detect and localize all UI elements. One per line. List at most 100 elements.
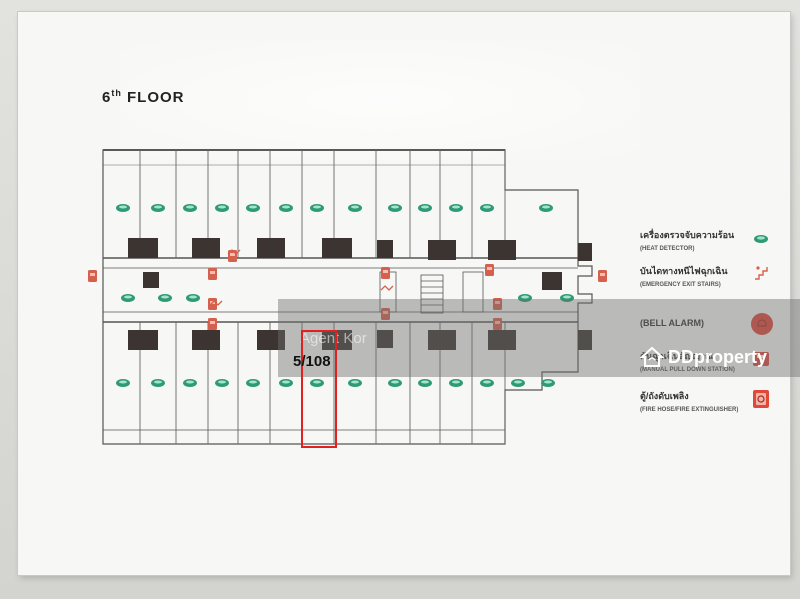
safety-box-inner xyxy=(495,301,500,304)
fire-safety-mark xyxy=(493,298,502,310)
detector-highlight xyxy=(521,295,529,299)
legend-manual-pull-station-english: (MANUAL PULL DOWN STATION) xyxy=(640,367,735,373)
detector-highlight xyxy=(161,295,169,299)
heat-detector-mark xyxy=(186,294,200,302)
heat-detector-mark xyxy=(560,294,574,302)
heat-detector-mark xyxy=(348,204,362,212)
heat-detector-mark xyxy=(215,379,229,387)
exit-arrow-mark xyxy=(209,300,223,306)
column-block xyxy=(128,238,158,258)
fire-hose-icon xyxy=(753,390,769,408)
heat-detector-mark xyxy=(388,379,402,387)
legend-exit-stairs-english: (EMERGENCY EXIT STAIRS) xyxy=(640,282,721,288)
legend-bell-alarm: (BELL ALARM) xyxy=(640,313,790,335)
detector-highlight xyxy=(351,205,359,209)
detector-highlight xyxy=(514,380,522,384)
heat-detector-mark xyxy=(121,294,135,302)
column-block xyxy=(488,330,516,350)
legend-manual-pull-station-thai: คันฉุกเฉินสัญญาณ xyxy=(640,351,714,361)
fire-safety-mark xyxy=(381,267,390,279)
fire-safety-mark xyxy=(493,318,502,330)
legend-fire-hose: ตู้/ถังดับเพลิง (FIRE HOSE/FIRE EXTINGUI… xyxy=(640,389,790,413)
column-block xyxy=(128,330,158,350)
heat-detector-mark xyxy=(279,379,293,387)
fire-safety-mark xyxy=(598,270,607,282)
floor-ordinal-suffix: th xyxy=(111,88,122,98)
detector-highlight xyxy=(249,205,257,209)
detector-highlight xyxy=(119,380,127,384)
column-block xyxy=(192,330,220,350)
detector-highlight xyxy=(154,205,162,209)
heat-detector-mark xyxy=(418,204,432,212)
column-block xyxy=(542,272,562,290)
heat-detector-mark xyxy=(215,204,229,212)
column-block xyxy=(322,238,352,258)
heat-detector-mark xyxy=(246,204,260,212)
heat-detector-mark xyxy=(541,379,555,387)
floor-word: FLOOR xyxy=(127,89,185,106)
heat-detector-icon xyxy=(754,235,768,243)
column-block xyxy=(322,330,352,350)
watermark-band xyxy=(278,299,800,377)
detector-highlight xyxy=(282,205,290,209)
fire-safety-mark xyxy=(208,268,217,280)
detector-highlight xyxy=(313,205,321,209)
ddproperty-logo: DDproperty xyxy=(640,346,767,368)
safety-box-inner xyxy=(230,253,235,256)
exit-stairs-icon xyxy=(755,266,768,280)
column-block xyxy=(488,240,516,260)
column-block xyxy=(377,240,393,258)
fire-safety-mark xyxy=(381,308,390,320)
heat-detector-mark xyxy=(449,379,463,387)
fire-safety-symbols xyxy=(88,249,607,330)
fire-safety-mark xyxy=(208,298,217,310)
heat-detector-mark xyxy=(246,379,260,387)
column-block xyxy=(257,330,285,350)
heat-detector-mark xyxy=(348,379,362,387)
structural-columns xyxy=(128,238,592,350)
detector-highlight xyxy=(218,205,226,209)
detector-highlight xyxy=(186,205,194,209)
heat-detector-mark xyxy=(539,204,553,212)
heat-detector-mark xyxy=(310,379,324,387)
detector-highlight xyxy=(124,295,132,299)
heat-detector-mark xyxy=(480,379,494,387)
detector-highlight xyxy=(351,380,359,384)
detector-highlight xyxy=(391,380,399,384)
house-logo-icon xyxy=(640,346,664,367)
detector-highlight xyxy=(189,295,197,299)
heat-detector-mark xyxy=(158,294,172,302)
heat-detector-mark xyxy=(183,379,197,387)
detector-highlight xyxy=(452,380,460,384)
brand-name: DDproperty xyxy=(668,346,768,367)
legend-fire-hose-thai: ตู้/ถังดับเพลิง xyxy=(640,391,689,401)
safety-box-inner xyxy=(600,273,605,276)
exit-arrow-mark xyxy=(227,249,241,255)
safety-box-inner xyxy=(210,271,215,274)
fire-safety-mark xyxy=(485,264,494,276)
legend-fire-hose-english: (FIRE HOSE/FIRE EXTINGUISHER) xyxy=(640,407,739,413)
legend-manual-pull-station: คันฉุกเฉินสัญญาณ (MANUAL PULL DOWN STATI… xyxy=(640,349,790,373)
legend-heat-detector-thai: เครื่องตรวจจับความร้อน xyxy=(640,230,735,240)
detector-highlight xyxy=(452,205,460,209)
heat-detector-mark xyxy=(518,294,532,302)
heat-detector-mark xyxy=(388,204,402,212)
safety-box-inner xyxy=(90,273,95,276)
heat-detectors xyxy=(116,204,574,387)
heat-detector-mark xyxy=(310,204,324,212)
detector-highlight xyxy=(313,380,321,384)
heat-detector-mark xyxy=(480,204,494,212)
heat-detector-mark xyxy=(449,204,463,212)
unit-number-label: 5/108 xyxy=(293,353,331,370)
floor-title: 6th FLOOR xyxy=(102,88,185,106)
detector-highlight xyxy=(483,205,491,209)
detector-highlight xyxy=(483,380,491,384)
column-block xyxy=(578,330,592,350)
detector-highlight xyxy=(391,205,399,209)
column-block xyxy=(192,238,220,258)
heat-detector-mark xyxy=(151,379,165,387)
column-block xyxy=(428,240,456,260)
heat-detector-mark xyxy=(511,379,525,387)
safety-box-inner xyxy=(210,321,215,324)
column-block xyxy=(377,330,393,348)
